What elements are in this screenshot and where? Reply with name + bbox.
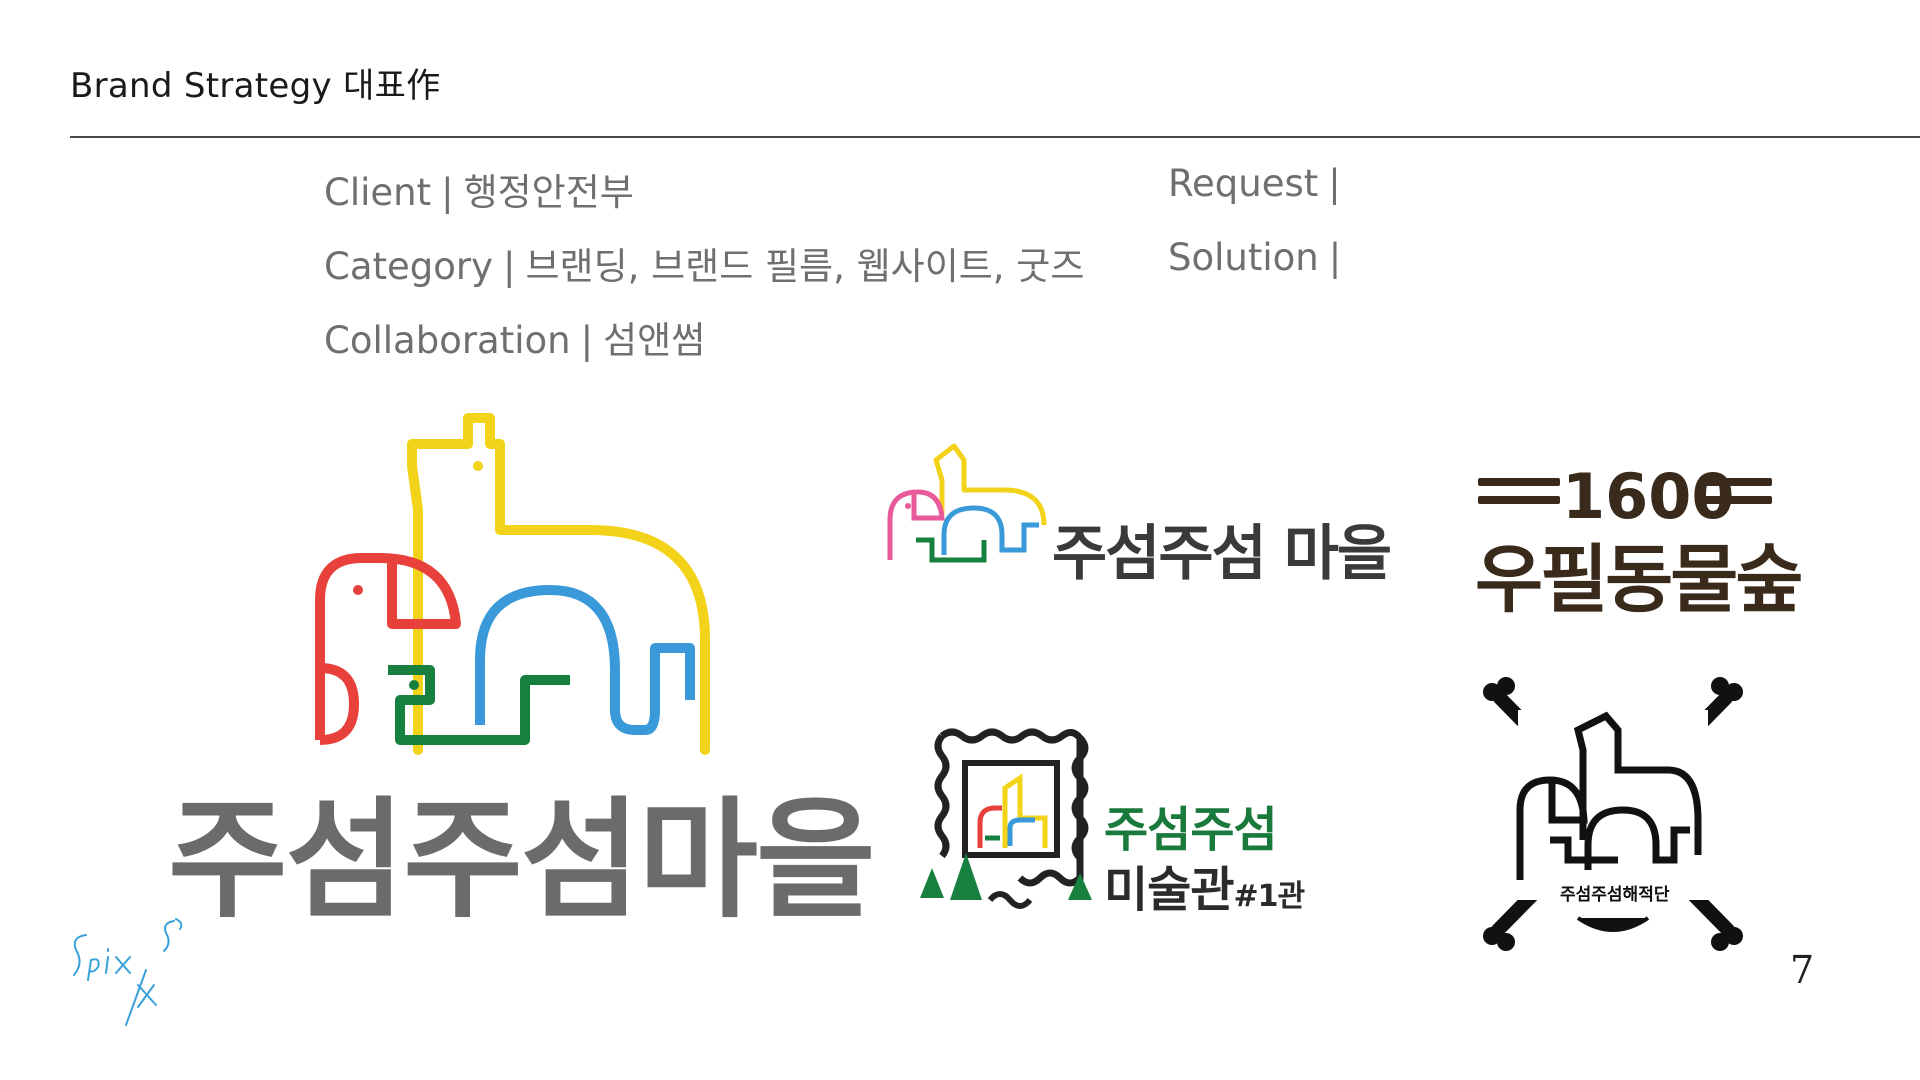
small-animal-logo xyxy=(887,443,1047,563)
collaboration-value: 섬앤썸 xyxy=(603,319,706,362)
museum-title-line1: 주섬주섬 xyxy=(1104,802,1278,858)
forest-decor-stripe xyxy=(1478,478,1560,486)
page-title: Brand Strategy 대표作 xyxy=(70,66,441,106)
squad-label: 주섬주섬해적단 xyxy=(1560,885,1670,905)
meta-request: Request| xyxy=(1168,162,1351,205)
page-number: 7 xyxy=(1790,948,1815,992)
museum-name: 미술관 xyxy=(1104,862,1234,918)
category-value: 브랜딩, 브랜드 필름, 웹사이트, 굿즈 xyxy=(525,245,1085,288)
forest-number: 1600 xyxy=(1562,460,1735,533)
forest-name: 우필동물숲 xyxy=(1475,537,1803,623)
client-label: Client xyxy=(324,171,432,214)
meta-collaboration: Collaboration|섬앤썸 xyxy=(324,310,705,364)
signature-logo xyxy=(73,918,183,1026)
separator: | xyxy=(503,245,516,288)
request-label: Request xyxy=(1168,162,1319,205)
main-animal-logo xyxy=(315,413,710,755)
solution-label: Solution xyxy=(1168,236,1319,279)
separator: | xyxy=(1328,162,1341,205)
separator: | xyxy=(441,171,454,214)
forest-decor-stripe xyxy=(1700,496,1772,504)
museum-title-line2: 미술관#1관 xyxy=(1104,850,1305,920)
category-label: Category xyxy=(324,245,494,288)
separator: | xyxy=(580,319,594,362)
forest-decor-stripe xyxy=(1478,496,1560,504)
museum-suffix: #1관 xyxy=(1233,879,1305,914)
meta-client: Client|행정안전부 xyxy=(324,162,634,216)
client-value: 행정안전부 xyxy=(463,171,634,214)
header-divider xyxy=(70,136,1920,138)
small-wordmark: 주섬주섬 마을 xyxy=(1052,519,1392,589)
collaboration-label: Collaboration xyxy=(324,319,571,362)
meta-solution: Solution| xyxy=(1168,236,1351,279)
forest-decor-stripe xyxy=(1700,478,1772,486)
pirate-squad-logo xyxy=(1483,677,1743,951)
separator: | xyxy=(1328,236,1342,279)
main-wordmark: 주섬주섬마을 xyxy=(168,784,876,936)
museum-stamp-logo xyxy=(920,728,1092,909)
meta-category: Category|브랜딩, 브랜드 필름, 웹사이트, 굿즈 xyxy=(324,236,1084,290)
